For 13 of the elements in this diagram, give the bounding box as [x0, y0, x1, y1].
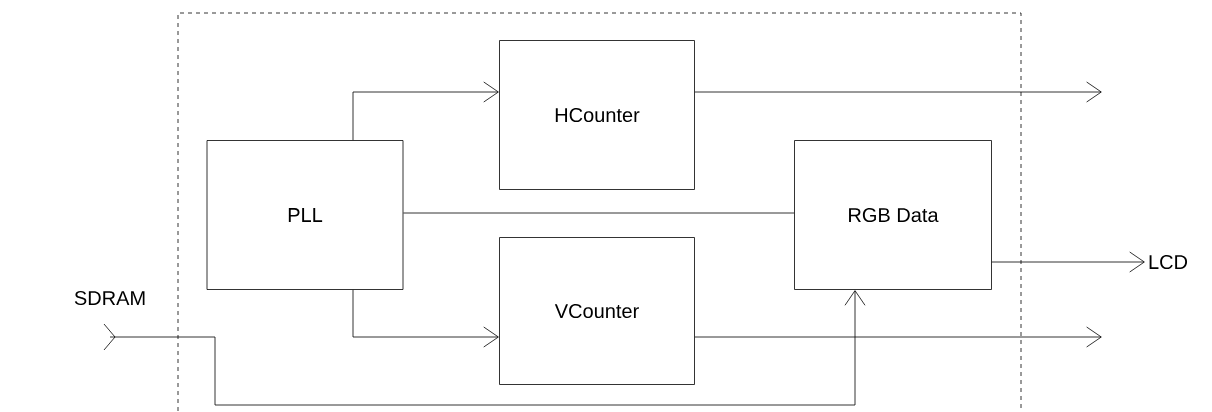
dashed-frame: [177, 12, 1022, 412]
block-box: PLL: [206, 140, 404, 290]
connector-arrow: [991, 251, 1145, 273]
connector-arrow: [694, 326, 1102, 348]
block-box: RGB Data: [794, 140, 992, 290]
signal-label: LCD: [1149, 254, 1188, 270]
connector-arrow: [352, 81, 499, 141]
signal-label: SDRAM: [74, 290, 145, 306]
connector-arrow: [109, 290, 866, 406]
connector-arrow: [694, 81, 1102, 103]
block-box: VCounter: [499, 237, 695, 385]
connector-arrow: [352, 289, 499, 348]
block-box: HCounter: [499, 40, 695, 190]
